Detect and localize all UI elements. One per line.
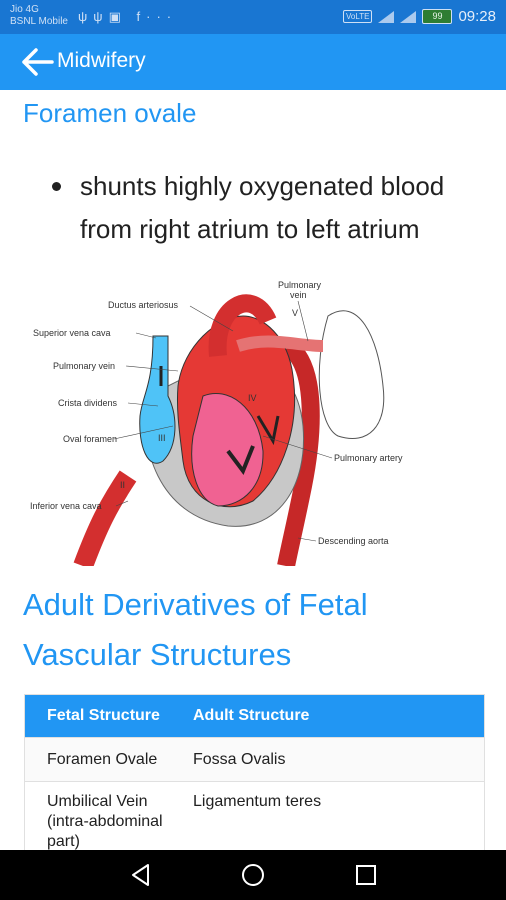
status-bar: Jio 4G BSNL Mobile ψψ▣ f··· VoLTE 99 09:…: [0, 0, 506, 34]
battery-icon: 99: [422, 9, 453, 24]
signal-icon: [378, 10, 395, 23]
bullet-text: shunts highly oxygenated blood from righ…: [80, 171, 445, 244]
usb-icon: ψ: [93, 9, 109, 24]
carrier-line-2: BSNL Mobile: [10, 16, 68, 27]
app-title: Midwifery: [57, 49, 146, 72]
table-cell: Fossa Ovalis: [193, 750, 286, 768]
article-content[interactable]: Foramen ovale shunts highly oxygenated b…: [0, 90, 506, 850]
section-heading-adult-derivatives: Adult Derivatives of Fetal Vascular Stru…: [23, 587, 368, 672]
table-header: Fetal Structure Adult Structure: [25, 695, 484, 737]
label-descending-aorta: Descending aorta: [318, 536, 389, 546]
label-roman-iv: IV: [248, 393, 257, 403]
signal-icon: [400, 10, 417, 23]
nav-recents-icon[interactable]: [353, 862, 379, 888]
label-crista-dividens: Crista dividens: [58, 398, 118, 408]
section-heading-foramen-ovale: Foramen ovale: [23, 98, 197, 128]
nav-home-icon[interactable]: [240, 862, 266, 888]
label-pulmonary-vein-top: Pulmonary: [278, 280, 322, 290]
carrier-line-1: Jio 4G: [10, 4, 39, 15]
more-icon: ···: [146, 9, 178, 24]
label-superior-vena-cava: Superior vena cava: [33, 328, 111, 338]
fetal-heart-diagram: Ductus arteriosus Pulmonary vein Superio…: [30, 280, 403, 566]
label-roman-v: V: [292, 308, 298, 318]
back-arrow-icon[interactable]: [20, 46, 54, 78]
label-oval-foramen: Oval foramen: [63, 434, 117, 444]
table-cell: Ligamentum teres: [193, 793, 322, 810]
column-header-adult: Adult Structure: [193, 707, 310, 724]
table-row: Umbilical Vein (intra-abdominal part) Li…: [25, 781, 484, 850]
usb-icon: ψ: [78, 9, 94, 24]
label-ductus: Ductus arteriosus: [108, 300, 179, 310]
volte-icon: VoLTE: [343, 10, 373, 23]
facebook-icon: f: [136, 9, 147, 24]
derivatives-table: Fetal Structure Adult Structure Foramen …: [24, 694, 485, 850]
navigation-bar: [0, 850, 506, 900]
nav-back-icon[interactable]: [128, 862, 154, 888]
clock: 09:28: [458, 8, 496, 25]
table-cell: Umbilical Vein (intra-abdominal part): [47, 793, 163, 850]
table-cell: Foramen Ovale: [47, 750, 158, 768]
label-roman-iii: III: [158, 433, 166, 443]
bullet-icon: [52, 182, 61, 191]
label-pulmonary-vein: Pulmonary vein: [53, 361, 115, 371]
label-pulmonary-vein-top-2: vein: [290, 290, 307, 300]
notification-icons: ψψ▣ f···: [78, 9, 177, 25]
gallery-icon: ▣: [108, 9, 127, 24]
battery-level: 99: [432, 11, 443, 21]
column-header-fetal: Fetal Structure: [47, 707, 160, 724]
label-inferior-vena-cava: Inferior vena cava: [30, 501, 102, 511]
table-row: Foramen Ovale Fossa Ovalis: [25, 737, 484, 781]
label-pulmonary-artery: Pulmonary artery: [334, 453, 403, 463]
carrier-info: Jio 4G BSNL Mobile: [10, 4, 68, 28]
status-right: VoLTE 99 09:28: [343, 8, 496, 25]
app-bar: Midwifery: [0, 34, 506, 90]
label-roman-ii: II: [120, 480, 125, 490]
